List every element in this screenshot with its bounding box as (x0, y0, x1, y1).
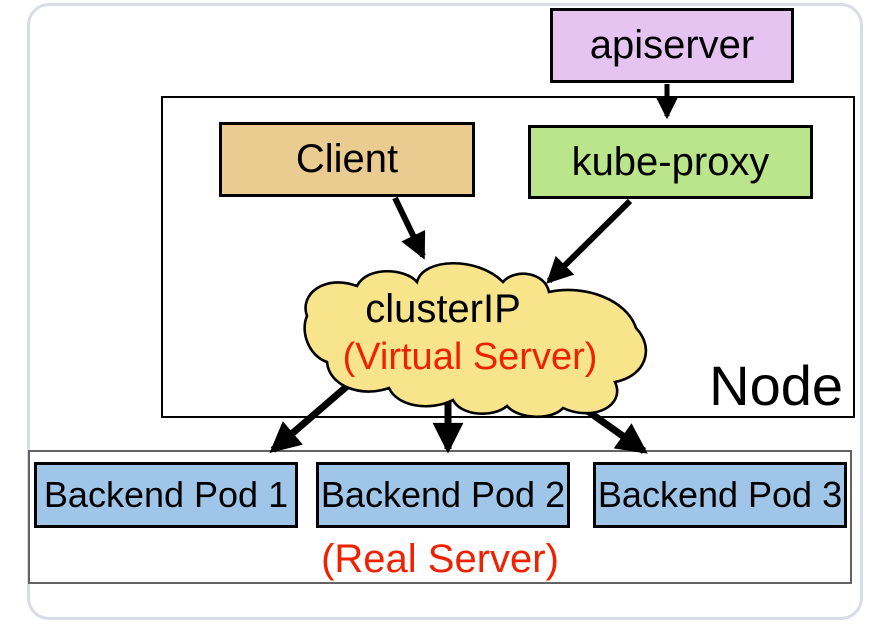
kube-proxy-box: kube-proxy (528, 125, 813, 199)
node-label: Node (709, 354, 843, 417)
cluster-ip-subtitle: (Virtual Server) (342, 336, 598, 378)
backend-pod-1-label: Backend Pod 1 (43, 474, 289, 515)
cluster-ip-title: clusterIP (365, 287, 521, 331)
cloud-shape (303, 262, 648, 419)
apiserver-box: apiserver (550, 8, 794, 83)
backend-pod-3-box: Backend Pod 3 (593, 462, 847, 528)
client-box: Client (219, 122, 475, 197)
backend-pod-2-box: Backend Pod 2 (316, 462, 570, 528)
client-label: Client (295, 137, 399, 181)
apiserver-label: apiserver (589, 23, 755, 67)
backend-pod-2-label: Backend Pod 2 (320, 474, 566, 515)
backend-pod-3-label: Backend Pod 3 (597, 474, 843, 515)
real-server-label: (Real Server) (321, 537, 559, 581)
kube-proxy-label: kube-proxy (571, 139, 770, 184)
cluster-ip-cloud: clusterIP (Virtual Server) (303, 256, 650, 424)
backend-pod-1-box: Backend Pod 1 (34, 462, 298, 528)
real-server-container: Backend Pod 1 Backend Pod 2 Backend Pod … (28, 450, 852, 584)
